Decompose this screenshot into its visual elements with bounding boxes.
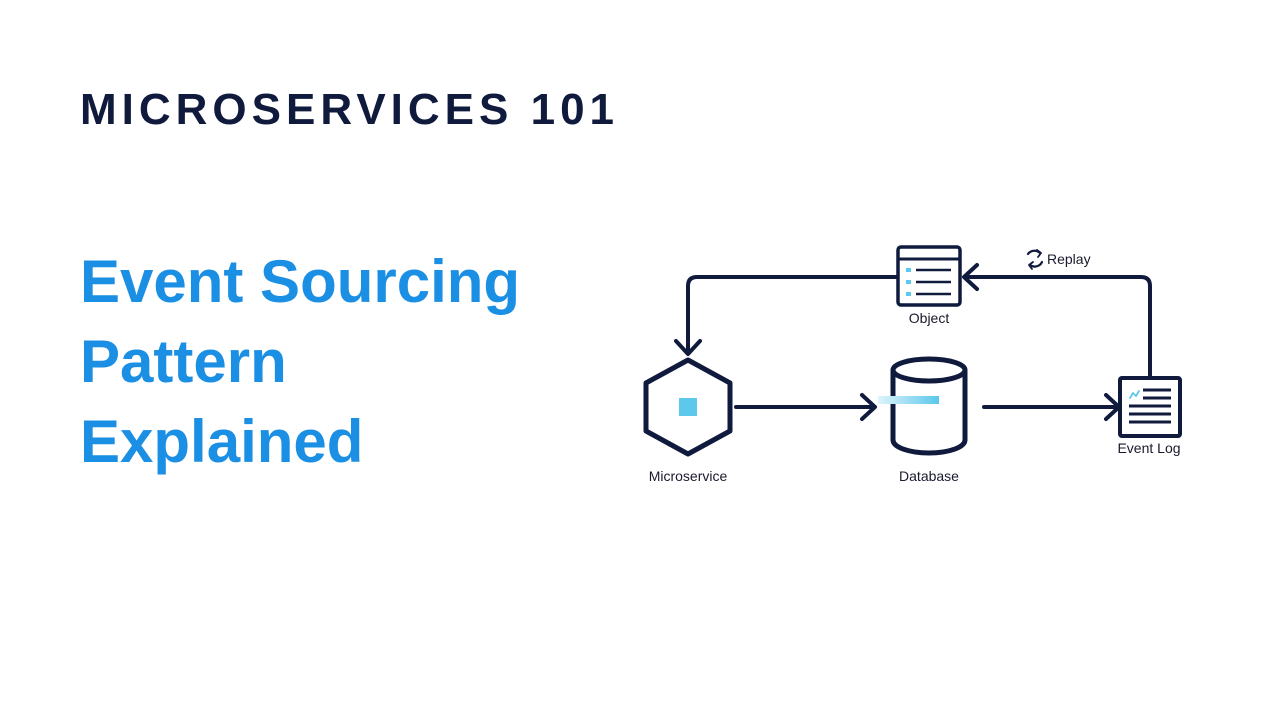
event-log-label: Event Log	[1117, 440, 1180, 456]
main-title: Event Sourcing Pattern Explained	[80, 242, 520, 482]
main-title-line-3: Explained	[80, 408, 364, 475]
series-title: MICROSERVICES 101	[80, 85, 620, 134]
arrowhead-into-database	[860, 393, 877, 421]
database-node: Database	[878, 356, 968, 484]
replay-line-from-event-log	[963, 275, 1152, 378]
database-label: Database	[899, 468, 959, 484]
replay-label: Replay	[1047, 251, 1091, 267]
replay-label-group: Replay	[1026, 249, 1091, 270]
database-data-stripe	[878, 396, 939, 404]
microservice-node: Microservice	[643, 357, 733, 484]
arrowhead-into-object	[962, 263, 979, 291]
document-list-icon	[1118, 376, 1182, 438]
replay-cycle-icon	[1026, 249, 1044, 270]
main-title-line-2: Pattern	[80, 328, 287, 395]
loop-arrow-to-microservice	[686, 275, 900, 354]
database-cylinder-icon	[890, 356, 968, 456]
microservice-label: Microservice	[649, 468, 728, 484]
arrowhead-into-microservice	[674, 339, 702, 356]
event-log-node: Event Log	[1117, 376, 1182, 456]
object-label: Object	[909, 310, 950, 326]
window-list-icon	[896, 245, 962, 307]
object-node: Object	[896, 245, 962, 326]
microservice-accent-square	[679, 398, 697, 416]
main-title-line-1: Event Sourcing	[80, 248, 521, 315]
event-sourcing-diagram: Object Replay Microservice Database	[643, 245, 1182, 484]
